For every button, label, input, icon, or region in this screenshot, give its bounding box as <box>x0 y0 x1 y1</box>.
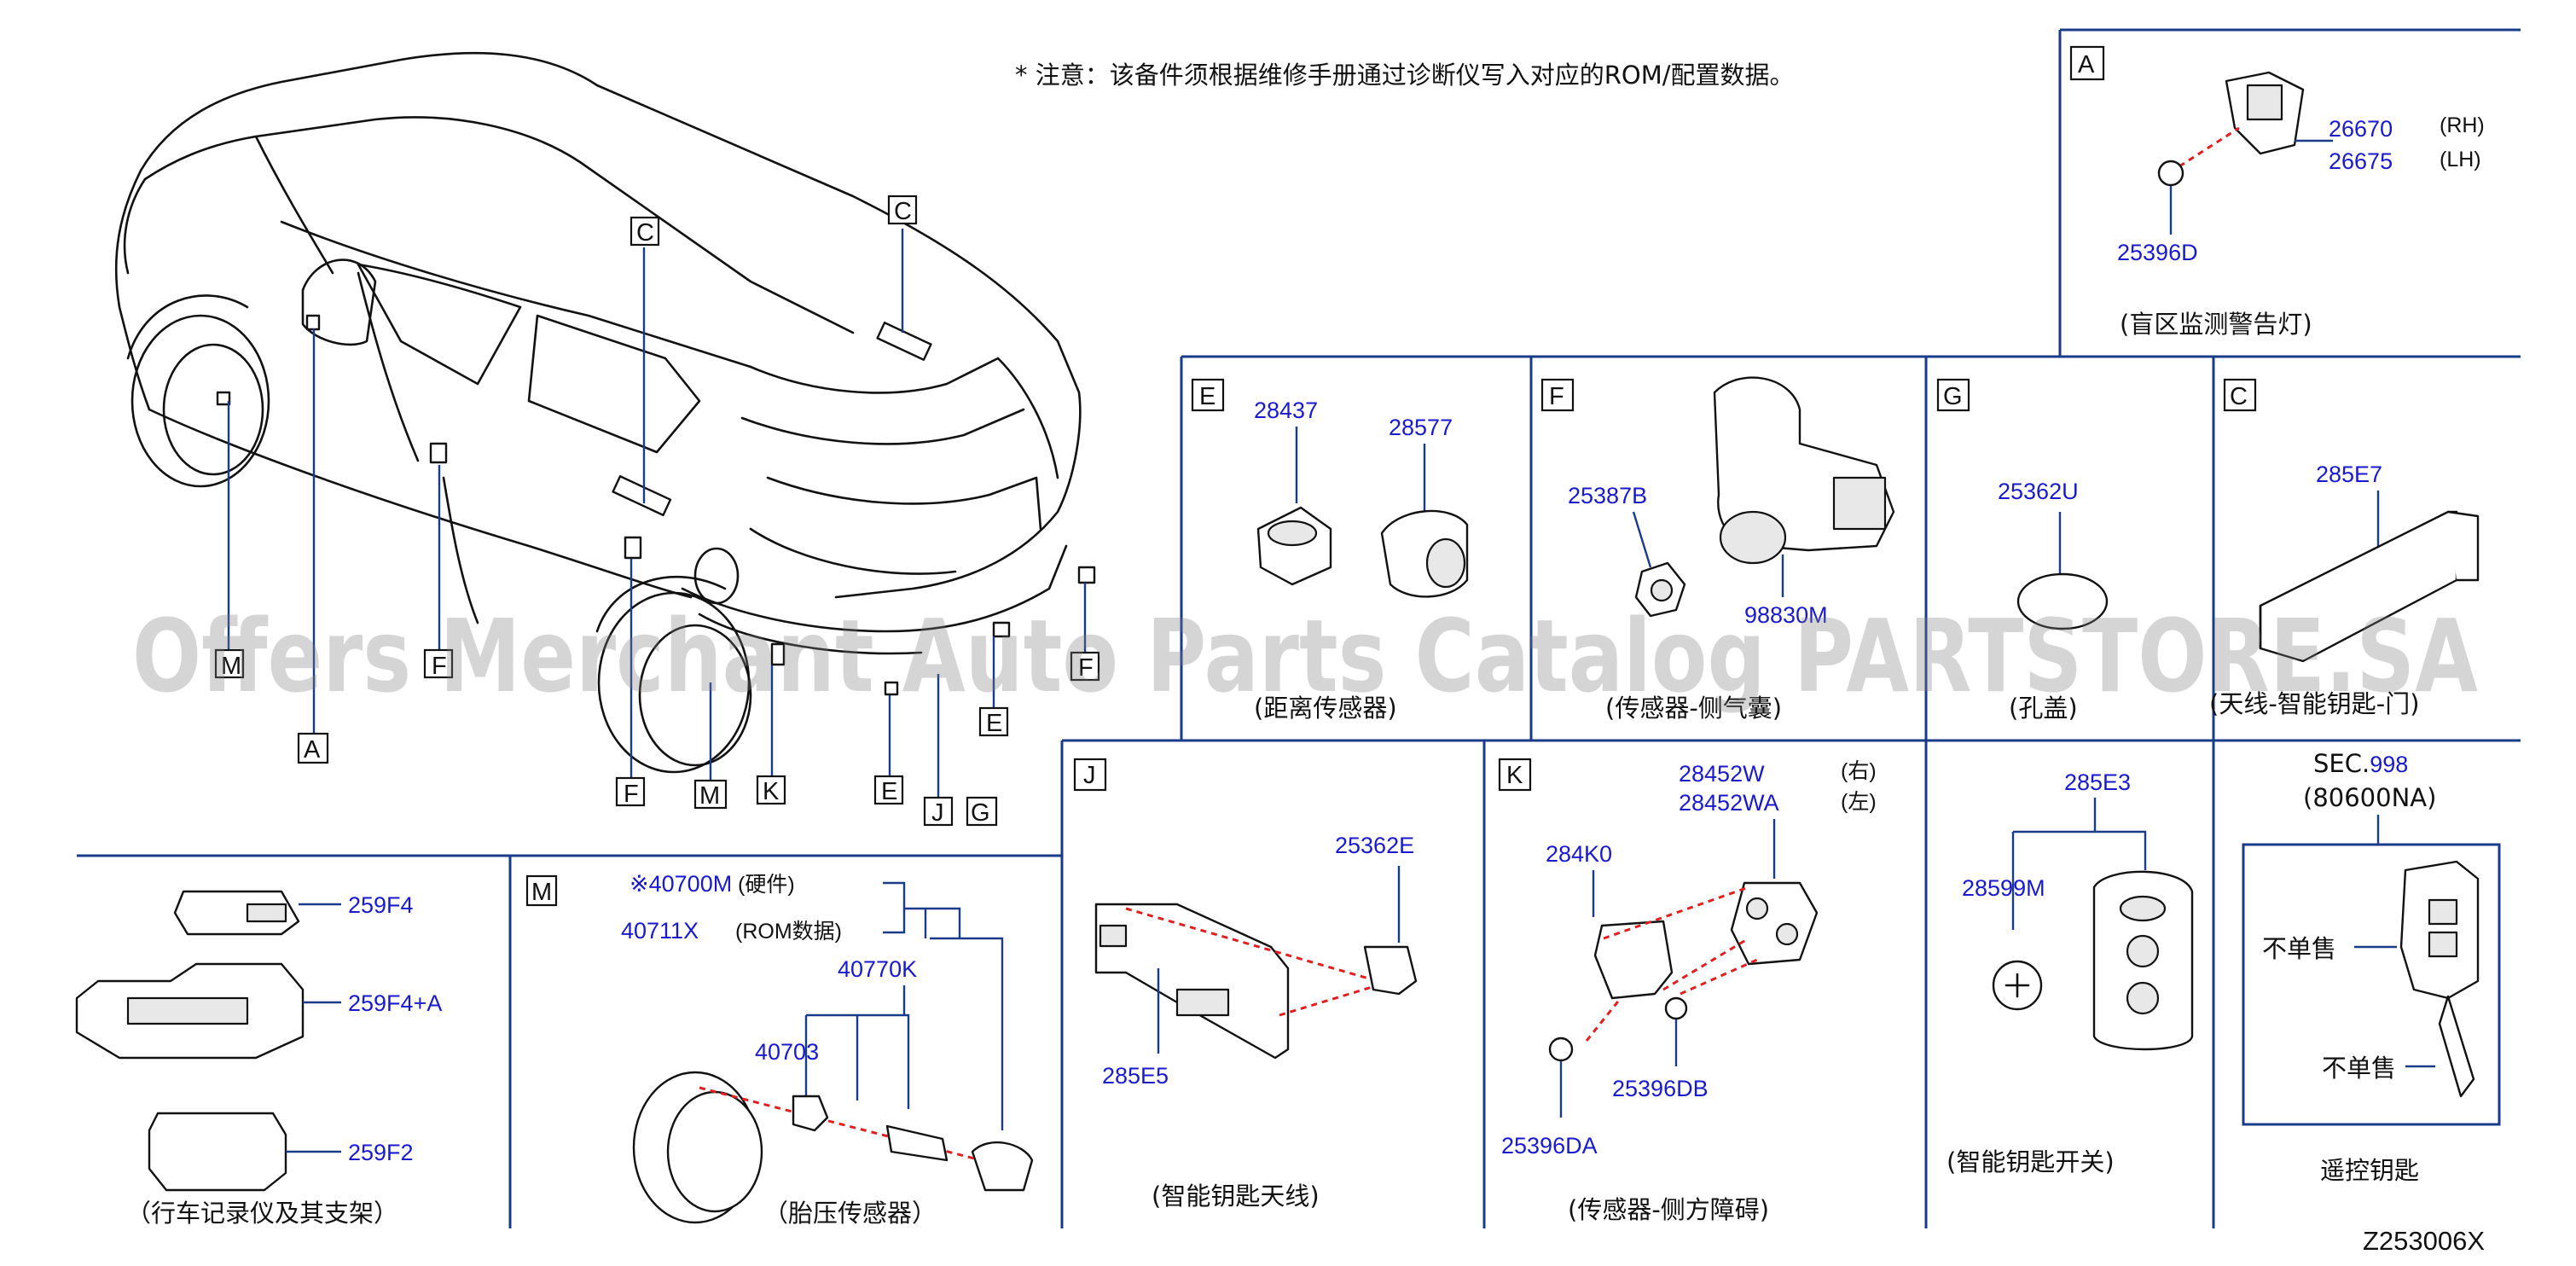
section-tachograph: 259F4 259F4+A 259F2 （行车记录仪及其支架） <box>75 890 442 1228</box>
watermark-text: Offers Merchant Auto Parts Catalog PARTS… <box>132 597 2478 715</box>
svg-text:不单售: 不单售 <box>2322 1054 2396 1083</box>
callout-m-rear: M <box>693 779 728 810</box>
svg-text:F: F <box>432 653 447 680</box>
svg-text:40770K: 40770K <box>838 956 917 982</box>
note-text: * 注意：该备件须根据维修手册通过诊断仪写入对应的ROM/配置数据。 <box>1015 61 1795 90</box>
svg-text:G: G <box>971 799 990 827</box>
callout-f-corner: F <box>1070 651 1100 682</box>
svg-text:E: E <box>1199 383 1215 410</box>
callout-boxes: M F A C C F M K E J G E F <box>214 195 1100 827</box>
section-j: J 25362E 285E5 (智能钥匙天线) <box>1073 758 1418 1211</box>
svg-text:※40700M: ※40700M <box>629 871 732 897</box>
svg-text:285E3: 285E3 <box>2064 769 2131 795</box>
svg-text:259F4: 259F4 <box>348 892 414 918</box>
svg-text:26675: 26675 <box>2329 148 2393 174</box>
svg-text:不单售: 不单售 <box>2262 934 2336 963</box>
callout-g: G <box>966 796 998 827</box>
svg-text:28437: 28437 <box>1254 398 1318 423</box>
svg-text:26670: 26670 <box>2329 116 2393 142</box>
svg-text:K: K <box>1506 762 1523 789</box>
svg-text:SEC.998: SEC.998 <box>2313 749 2408 778</box>
svg-text:G: G <box>1943 383 1963 410</box>
svg-text:(传感器-侧气囊): (传感器-侧气囊) <box>1605 694 1782 723</box>
svg-text:M: M <box>699 782 720 810</box>
svg-text:(天线-智能钥匙-门): (天线-智能钥匙-门) <box>2209 689 2420 718</box>
callout-j: J <box>923 796 954 827</box>
svg-text:(LH): (LH) <box>2440 148 2481 171</box>
svg-text:25387B: 25387B <box>1568 483 1647 508</box>
svg-text:F: F <box>624 781 639 808</box>
svg-text:F: F <box>1549 383 1564 410</box>
svg-text:(80600NA): (80600NA) <box>2303 783 2436 812</box>
svg-text:E: E <box>881 778 897 805</box>
svg-text:M: M <box>531 879 552 906</box>
svg-text:25396DB: 25396DB <box>1612 1076 1709 1101</box>
svg-text:（胎压传感器）: （胎压传感器） <box>763 1199 937 1228</box>
section-g: G 25362U (孔盖) <box>1936 378 2109 723</box>
svg-text:40711X: 40711X <box>621 918 699 944</box>
svg-text:(距离传感器): (距离传感器) <box>1254 694 1397 723</box>
section-f: F 25387B 98830M (传感器-侧气囊) <box>1540 376 1895 723</box>
svg-text:M: M <box>221 653 241 680</box>
svg-text:遥控钥匙: 遥控钥匙 <box>2320 1156 2419 1185</box>
svg-text:E: E <box>986 710 1002 737</box>
svg-text:（行车记录仪及其支架）: （行车记录仪及其支架） <box>126 1199 398 1228</box>
svg-text:98830M: 98830M <box>1744 602 1828 628</box>
svg-text:(右): (右) <box>1841 759 1877 783</box>
svg-text:J: J <box>931 799 944 827</box>
svg-text:40703: 40703 <box>755 1039 819 1065</box>
svg-text:C: C <box>894 198 912 225</box>
svg-text:285E7: 285E7 <box>2316 462 2382 487</box>
svg-text:25362U: 25362U <box>1998 479 2079 504</box>
section-a: A 26670 26675 (RH) (LH) 25396D (盲区监测警告灯) <box>2069 45 2485 339</box>
callout-f-rear: F <box>615 776 646 808</box>
section-k: K 28452W 28452WA (右) (左) 284K0 25396DB 2… <box>1498 758 1877 1224</box>
svg-text:J: J <box>1083 762 1096 789</box>
diagram-code: Z253006X <box>2363 1226 2485 1256</box>
section-remote-key: SEC.998 (80600NA) 不单售 不单售 遥控钥匙 <box>2242 749 2501 1185</box>
svg-text:28577: 28577 <box>1389 415 1453 440</box>
svg-text:(孔盖): (孔盖) <box>2009 694 2078 723</box>
svg-text:(智能钥匙开关): (智能钥匙开关) <box>1947 1147 2115 1176</box>
vehicle-drawing <box>114 51 1096 774</box>
svg-text:25396D: 25396D <box>2117 240 2198 265</box>
svg-text:28452W: 28452W <box>1679 761 1765 787</box>
svg-text:(ROM数据): (ROM数据) <box>735 920 842 944</box>
callout-c-door: C <box>629 216 660 247</box>
svg-text:F: F <box>1078 654 1094 682</box>
svg-text:28599M: 28599M <box>1962 875 2045 901</box>
svg-text:A: A <box>2078 51 2095 78</box>
section-c: C 285E7 (天线-智能钥匙-门) <box>2209 378 2480 718</box>
callout-m-front: M <box>214 648 245 680</box>
section-smart-key-switch: 285E3 28599M (智能钥匙开关) <box>1947 769 2194 1176</box>
callout-f-front: F <box>423 648 454 680</box>
svg-text:K: K <box>763 778 780 805</box>
svg-text:259F4+A: 259F4+A <box>348 990 442 1016</box>
section-e: E 28437 28577 (距离传感器) <box>1191 378 1469 723</box>
svg-text:(盲区监测警告灯): (盲区监测警告灯) <box>2120 310 2312 339</box>
svg-text:C: C <box>636 219 654 247</box>
callout-a: A <box>297 732 329 764</box>
callout-c-hatch: C <box>887 195 918 225</box>
svg-text:(传感器-侧方障碍): (传感器-侧方障碍) <box>1568 1195 1769 1224</box>
svg-text:(硬件): (硬件) <box>738 873 795 897</box>
svg-text:25396DA: 25396DA <box>1501 1133 1598 1159</box>
svg-text:25362E: 25362E <box>1335 833 1414 858</box>
callout-leaders <box>227 229 1087 798</box>
svg-text:A: A <box>304 736 321 764</box>
callout-e-side: E <box>978 706 1009 737</box>
svg-text:(智能钥匙天线): (智能钥匙天线) <box>1152 1182 1320 1211</box>
section-m: M ※40700M (硬件) 40711X (ROM数据) 40770K 407… <box>525 871 1034 1228</box>
panel-frames <box>77 28 2521 1228</box>
svg-text:(左): (左) <box>1841 790 1877 814</box>
svg-text:284K0: 284K0 <box>1546 841 1612 867</box>
svg-text:28452WA: 28452WA <box>1679 790 1779 816</box>
svg-text:(RH): (RH) <box>2440 113 2485 137</box>
svg-text:259F2: 259F2 <box>348 1140 414 1165</box>
callout-e-bumper: E <box>873 775 904 805</box>
svg-text:285E5: 285E5 <box>1102 1063 1169 1089</box>
svg-text:C: C <box>2230 383 2248 410</box>
callout-k: K <box>756 775 786 805</box>
